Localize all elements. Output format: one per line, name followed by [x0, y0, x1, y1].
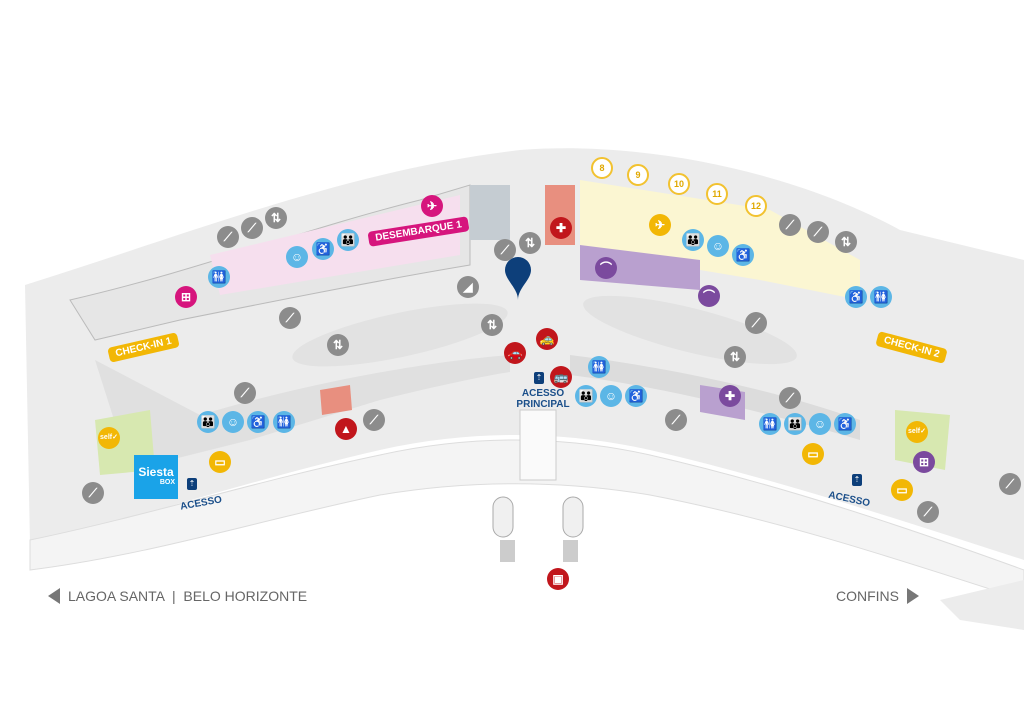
entrance-icon: ⇡: [852, 474, 862, 486]
baby-care-icon: ☺: [600, 385, 622, 407]
elevator-icon: ⇅: [327, 334, 349, 356]
shop-icon: ⌒: [698, 285, 720, 307]
ticket-icon: ▭: [209, 451, 231, 473]
ticket-icon: ▭: [891, 479, 913, 501]
bus-icon: 🚌: [550, 366, 572, 388]
stairs-icon: ⟋: [279, 307, 301, 329]
nav-left-lagoa-santa[interactable]: LAGOA SANTA | BELO HORIZONTE: [48, 588, 307, 604]
escalator-icon: ⟋: [234, 382, 256, 404]
siesta-sub: BOX: [159, 479, 175, 486]
wheelchair-icon: ♿: [845, 286, 867, 308]
escalator-icon: ⟋: [494, 239, 516, 261]
gate-12: 12: [745, 195, 767, 217]
escalator-icon: ⟋: [217, 226, 239, 248]
elevator-icon: ⇅: [481, 314, 503, 336]
pharmacy-icon: ✚: [719, 385, 741, 407]
wheelchair-icon: ♿: [312, 238, 334, 260]
baggage-service-icon: ⊞: [913, 451, 935, 473]
baby-care-icon: ☺: [707, 235, 729, 257]
wheelchair-icon: ♿: [247, 411, 269, 433]
stairs-icon: ⟋: [917, 501, 939, 523]
arrow-right-icon: [907, 588, 919, 604]
lost-found-icon: ▲: [335, 418, 357, 440]
baby-care-icon: ☺: [286, 246, 308, 268]
escalator-icon: ⟋: [779, 387, 801, 409]
baby-care-icon: ☺: [222, 411, 244, 433]
family-restroom-icon: 👪: [682, 229, 704, 251]
stairs-icon: ⟋: [82, 482, 104, 504]
elevator-icon: ⇅: [835, 231, 857, 253]
family-restroom-icon: 👪: [784, 413, 806, 435]
family-restroom-icon: 👪: [337, 229, 359, 251]
acesso-principal-label: ACESSO PRINCIPAL: [515, 388, 571, 410]
shop-icon: ⌒: [595, 257, 617, 279]
first-aid-icon: ✚: [550, 217, 572, 239]
ticket-icon: ▭: [802, 443, 824, 465]
restroom-icon: 🚻: [759, 413, 781, 435]
family-restroom-icon: 👪: [575, 385, 597, 407]
self-checkin-icon: self✓: [98, 427, 120, 449]
escalator-icon: ⟋: [241, 217, 263, 239]
car-rental-icon: 🚗: [504, 342, 526, 364]
baby-care-icon: ☺: [809, 413, 831, 435]
nav-right-label: CONFINS: [836, 588, 899, 604]
self-checkin-icon: self✓: [906, 421, 928, 443]
elevator-icon: ⇅: [724, 346, 746, 368]
ramp-icon: ◢: [457, 276, 479, 298]
restroom-icon: 🚻: [273, 411, 295, 433]
principal-text: PRINCIPAL: [516, 399, 570, 410]
siesta-box-logo: Siesta BOX: [134, 455, 178, 499]
restroom-icon: 🚻: [870, 286, 892, 308]
wheelchair-icon: ♿: [834, 413, 856, 435]
escalator-icon: ⟋: [999, 473, 1021, 495]
acesso-text: ACESSO: [521, 388, 565, 399]
departures-icon: ✈: [649, 214, 671, 236]
gate-10: 10: [668, 173, 690, 195]
nav-left-label: LAGOA SANTA | BELO HORIZONTE: [68, 588, 308, 604]
escalator-icon: ⟋: [807, 221, 829, 243]
elevator-icon: ⇅: [265, 207, 287, 229]
wheelchair-icon: ♿: [625, 385, 647, 407]
nav-right-confins[interactable]: CONFINS: [836, 588, 919, 604]
stairs-icon: ⟋: [779, 214, 801, 236]
arrow-left-icon: [48, 588, 60, 604]
stairs-icon: ⟋: [665, 409, 687, 431]
siesta-name: Siesta: [138, 465, 174, 479]
restroom-icon: 🚻: [588, 356, 610, 378]
information-pin-icon: [505, 257, 531, 300]
wheelchair-icon: ♿: [732, 244, 754, 266]
gate-9: 9: [627, 164, 649, 186]
entrance-icon: ⇡: [534, 372, 544, 384]
restroom-icon: 🚻: [208, 266, 230, 288]
family-restroom-icon: 👪: [197, 411, 219, 433]
parking-luggage-icon: ▣: [547, 568, 569, 590]
stairs-icon: ⟋: [363, 409, 385, 431]
arrivals-icon: ✈: [421, 195, 443, 217]
elevator-icon: ⇅: [519, 232, 541, 254]
entrance-icon: ⇡: [187, 478, 197, 490]
taxi-icon: 🚕: [536, 328, 558, 350]
stairs-icon: ⟋: [745, 312, 767, 334]
baggage-claim-icon: ⊞: [175, 286, 197, 308]
gate-8: 8: [591, 157, 613, 179]
gate-11: 11: [706, 183, 728, 205]
